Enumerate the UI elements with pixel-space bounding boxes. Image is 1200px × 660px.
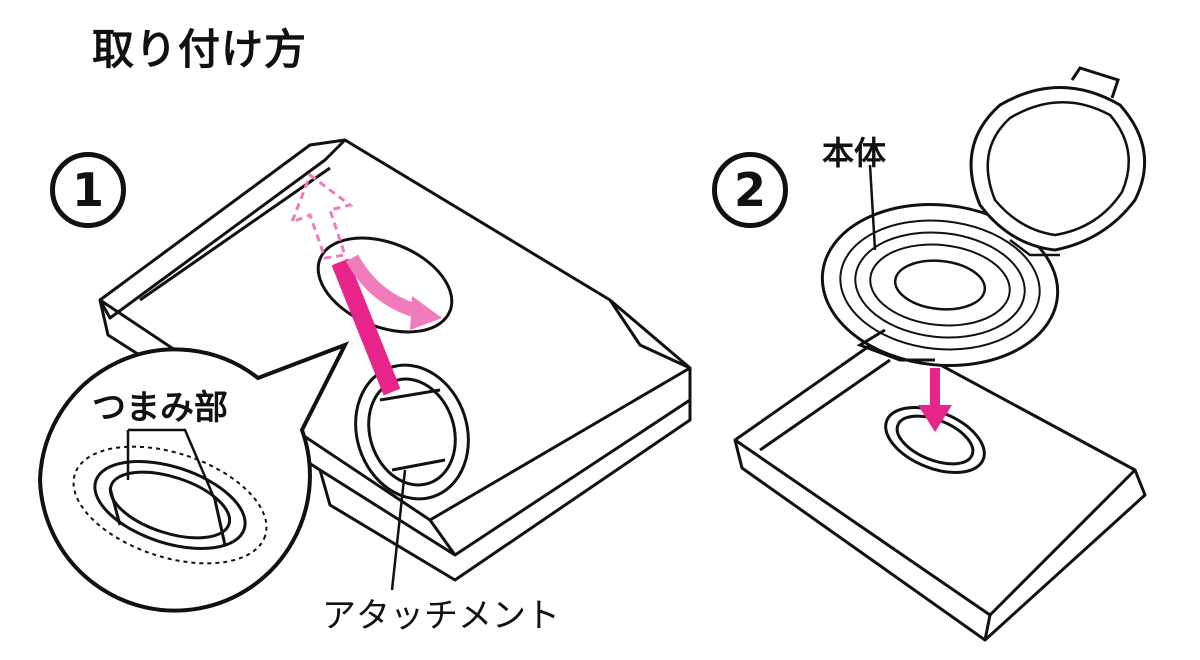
step-number-2: 2 — [712, 152, 788, 228]
body-leader — [868, 164, 877, 251]
label-knob: つまみ部 — [92, 388, 228, 428]
pack-left-flap — [98, 138, 347, 320]
step-number-1: 1 — [50, 152, 126, 228]
curved-arrow-icon — [345, 254, 442, 330]
pink-arrow-icon — [331, 258, 401, 396]
lid-base — [820, 202, 1060, 368]
pink-arrow-icon — [918, 368, 952, 432]
lid-cover — [969, 66, 1147, 257]
magnifier-callout-icon — [37, 341, 350, 613]
dashed-arrow-icon — [289, 172, 354, 260]
attachment-leader — [390, 469, 407, 591]
label-body: 本体 — [822, 134, 887, 172]
label-attachment: アタッチメント — [322, 596, 560, 636]
pack-right — [733, 333, 1147, 642]
page-title: 取り付け方 — [92, 25, 308, 74]
pack-left-front — [98, 299, 692, 557]
